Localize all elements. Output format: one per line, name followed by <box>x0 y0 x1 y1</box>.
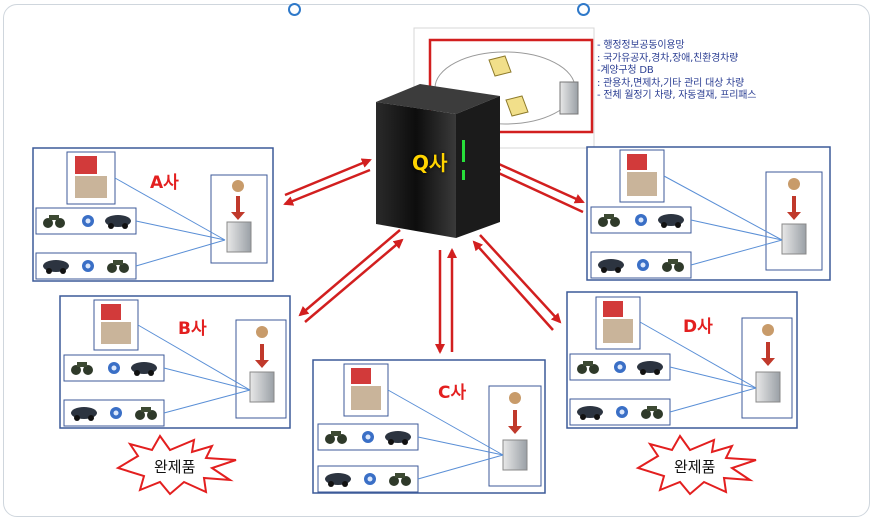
company-c-box <box>312 359 546 494</box>
starburst-left <box>115 434 237 496</box>
company-d-label: D사 <box>683 317 713 337</box>
company-a-label: A사 <box>150 173 179 193</box>
legend-line-4: : 관용차,면제차,기타 관리 대상 차량 <box>597 77 745 89</box>
db-server-icon <box>559 81 579 115</box>
company-right-top-box <box>586 146 831 281</box>
legend-line-3: -계양구청 DB <box>597 65 654 76</box>
ring-decoration-right <box>577 3 590 16</box>
starburst-right <box>635 434 757 496</box>
ring-decoration-left <box>288 3 301 16</box>
server-label: Q사 <box>412 151 448 175</box>
legend-line-2: : 국가유공자,경차,장애,친환경차량 <box>597 52 739 64</box>
legend-line-5: - 전체 월정기 차량, 자동결재, 프리패스 <box>597 90 757 101</box>
company-a-box <box>32 147 274 282</box>
company-d-box <box>566 291 798 429</box>
connection-arrows <box>283 158 585 354</box>
finished-product-left-label: 완제품 <box>154 458 196 476</box>
central-server <box>376 84 500 238</box>
finished-product-right-label: 완제품 <box>674 458 716 476</box>
company-c-label: C사 <box>438 383 467 403</box>
folder-icon-1 <box>488 55 512 77</box>
folder-icon-2 <box>505 95 529 117</box>
company-b-box <box>59 295 291 429</box>
legend-text: - 행정정보공동이용망 : 국가유공자,경차,장애,친환경차량 -계양구청 DB… <box>597 40 756 103</box>
legend-line-1: - 행정정보공동이용망 <box>597 40 685 51</box>
company-b-label: B사 <box>178 319 207 339</box>
